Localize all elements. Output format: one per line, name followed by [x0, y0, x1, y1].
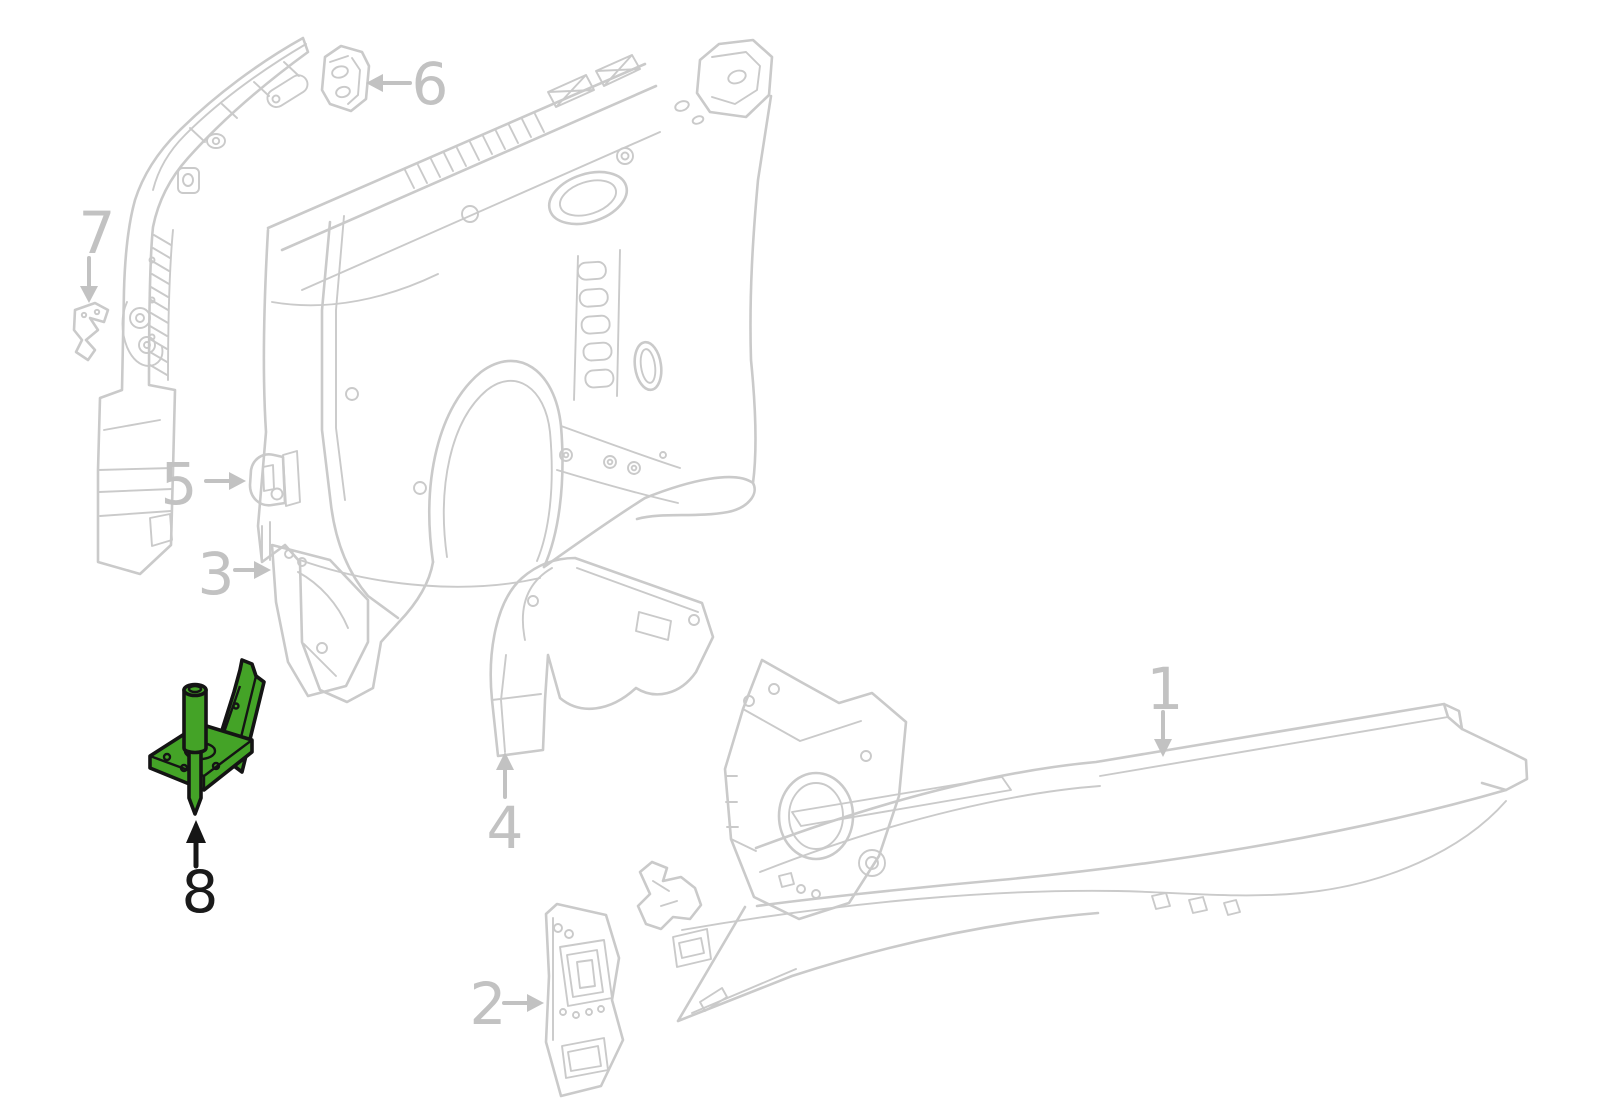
- part-4-wheelhouse-front[interactable]: [489, 556, 715, 758]
- callout-label-3[interactable]: 3: [198, 540, 235, 608]
- apron-wheelhouse-assembly: [256, 38, 774, 704]
- part-2-bracket[interactable]: [544, 902, 625, 1098]
- callout-label-1[interactable]: 1: [1147, 655, 1184, 723]
- callout-label-7[interactable]: 7: [79, 199, 116, 267]
- part-7-clip[interactable]: [72, 301, 110, 362]
- callout-arrow-1: [1154, 710, 1172, 757]
- callout-label-6[interactable]: 6: [412, 50, 449, 118]
- callout-arrow-8: [186, 820, 206, 869]
- part-6-bracket[interactable]: [320, 44, 371, 113]
- callout-arrow-7: [80, 256, 98, 303]
- callout-arrow-5: [204, 472, 246, 490]
- part-5-clip[interactable]: [248, 450, 301, 507]
- callout-label-5[interactable]: 5: [161, 450, 198, 518]
- callout-arrow-6: [366, 74, 412, 92]
- callout-label-4[interactable]: 4: [487, 794, 524, 862]
- part-1-side-member[interactable]: [636, 658, 1529, 1023]
- part-8-bracket-highlighted[interactable]: [148, 658, 266, 816]
- body-pillar-line-art: [96, 36, 310, 576]
- callout-label-8[interactable]: 8: [182, 858, 219, 926]
- part-3-panel[interactable]: [261, 521, 370, 698]
- callout-arrow-2: [502, 994, 544, 1012]
- callout-arrow-3: [233, 561, 271, 579]
- callout-arrow-4: [496, 752, 514, 799]
- callout-label-2[interactable]: 2: [470, 970, 507, 1038]
